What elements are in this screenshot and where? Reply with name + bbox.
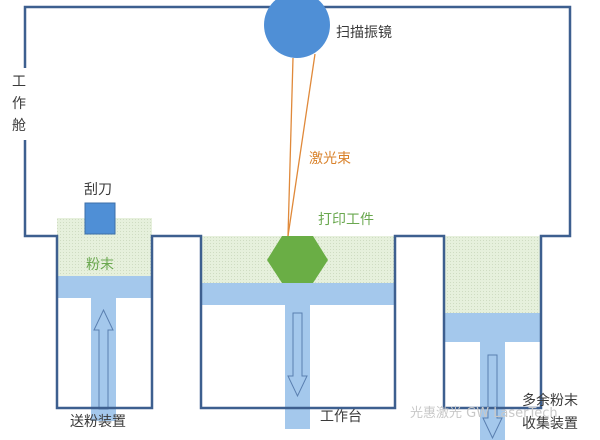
overflow-plate (444, 313, 541, 342)
workpiece (267, 236, 328, 283)
overflow-shaft (480, 342, 505, 440)
feeder-label: 送粉装置 (70, 414, 126, 430)
collector-label: 收集装置 (522, 415, 578, 432)
build-shaft (285, 305, 310, 429)
chamber-frame (23, 5, 572, 410)
chamber-label: 作 (12, 96, 26, 112)
arrow-down-icon (482, 354, 503, 440)
overflow-powder (444, 236, 541, 313)
platform-label: 工作台 (320, 409, 362, 425)
chamber-label: 舱 (12, 118, 26, 134)
feed-plate (57, 276, 152, 298)
scanner-label: 扫描振镜 (336, 25, 392, 41)
laser-beam (287, 57, 294, 237)
workpiece-label: 打印工件 (318, 211, 374, 228)
scraper-label: 刮刀 (84, 182, 112, 198)
chamber-label: 工 (12, 74, 26, 90)
watermark: 光惠激光 GW LaserTech (410, 406, 558, 421)
collector-label: 多余粉末 (522, 392, 578, 409)
scraper (84, 202, 116, 235)
laser-beam (287, 53, 316, 237)
arrow-down-icon (287, 312, 308, 398)
laser-label: 激光束 (309, 150, 351, 167)
arrow-up-icon (93, 308, 114, 410)
powder-label: 粉末 (86, 257, 114, 273)
scanner-mirror (264, 0, 330, 58)
build-plate (201, 283, 395, 305)
feed-shaft (91, 298, 116, 421)
